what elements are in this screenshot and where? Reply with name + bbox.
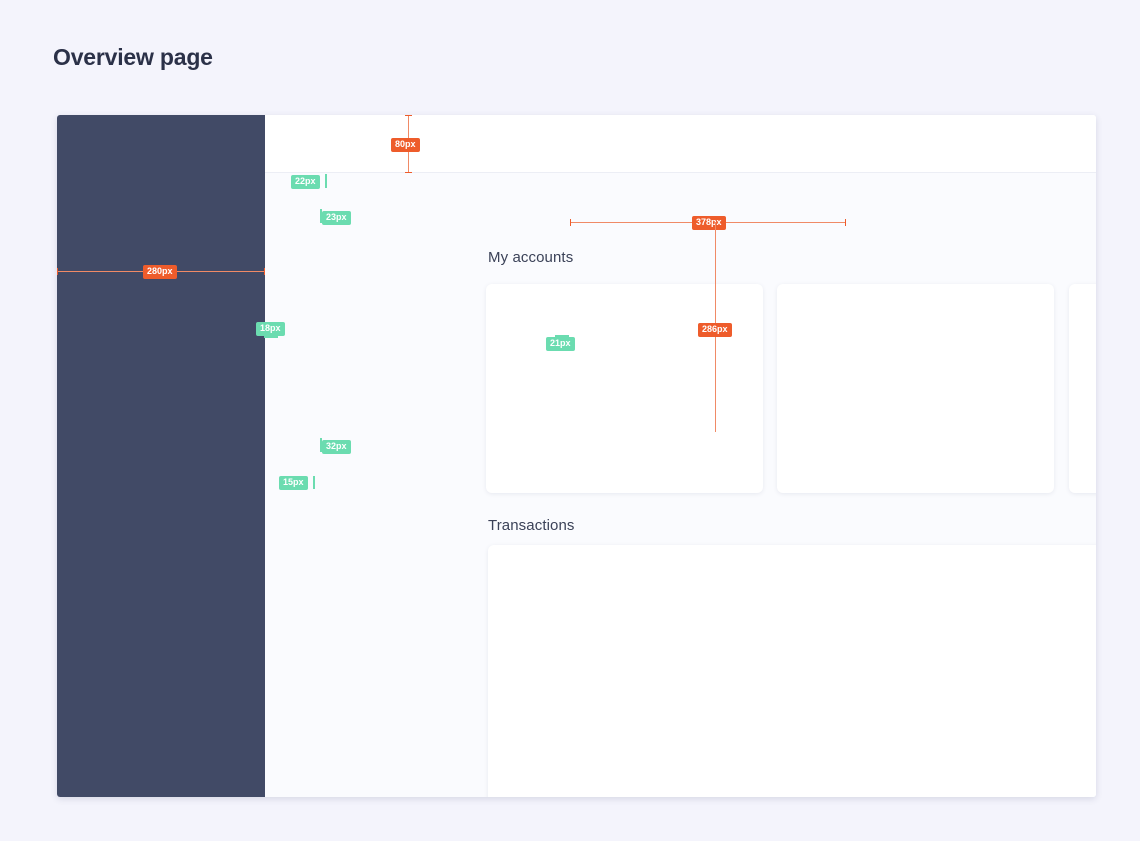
- app-content-area: My accounts Transactions: [265, 173, 1096, 797]
- savings-card[interactable]: [777, 284, 1054, 493]
- heading-my-accounts: My accounts: [488, 249, 574, 266]
- heading-transactions: Transactions: [488, 517, 575, 534]
- app-window-mockup: My accounts Transactions: [57, 115, 1096, 797]
- app-topbar[interactable]: [265, 115, 1096, 173]
- credit-card[interactable]: [1069, 284, 1096, 493]
- app-sidebar[interactable]: [57, 115, 265, 797]
- balance-card[interactable]: [486, 284, 763, 493]
- app-main-column: My accounts Transactions: [265, 115, 1096, 797]
- transactions-card[interactable]: [488, 545, 1096, 797]
- page-title: Overview page: [53, 44, 213, 70]
